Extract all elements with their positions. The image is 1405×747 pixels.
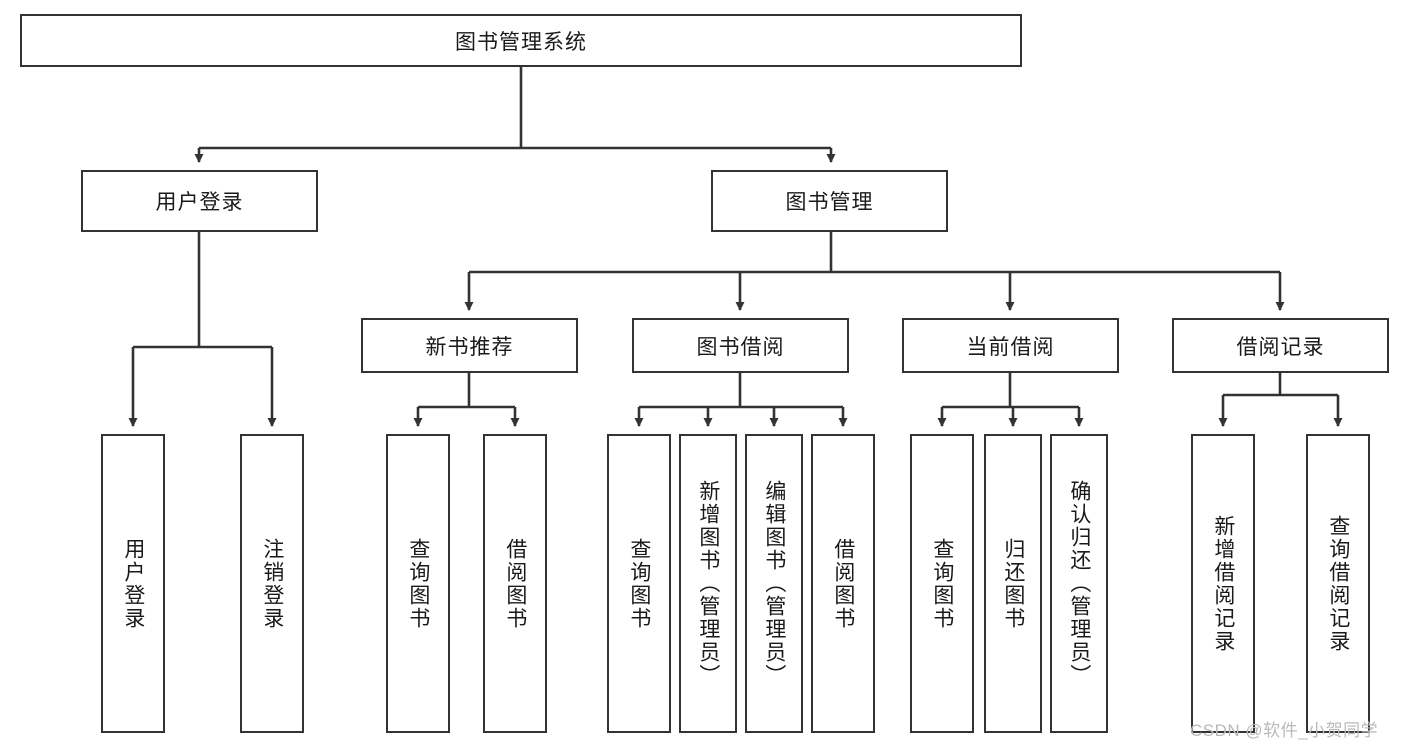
node-leaf-query-record[interactable]: 查询借阅记录 (1306, 434, 1370, 733)
node-user-login[interactable]: 用户登录 (81, 170, 318, 232)
node-leaf-user-login-label: 用户登录 (121, 537, 145, 630)
node-leaf-query-record-label: 查询借阅记录 (1326, 514, 1350, 653)
node-leaf-confirm-return[interactable]: 确认归还（管理员） (1050, 434, 1108, 733)
node-current-borrow-label: 当前借阅 (966, 335, 1055, 359)
node-leaf-return-book[interactable]: 归还图书 (984, 434, 1042, 733)
node-leaf-query-book-2-label: 查询图书 (627, 537, 651, 630)
node-leaf-add-book-label: 新增图书（管理员） (696, 480, 720, 687)
node-leaf-edit-book[interactable]: 编辑图书（管理员） (745, 434, 803, 733)
node-user-login-label: 用户登录 (155, 191, 244, 214)
node-leaf-edit-book-label: 编辑图书（管理员） (762, 480, 786, 687)
node-leaf-query-book-3-label: 查询图书 (930, 537, 954, 630)
node-leaf-logout-label: 注销登录 (260, 537, 284, 630)
node-leaf-query-book-1-label: 查询图书 (406, 537, 430, 630)
node-leaf-query-book-1[interactable]: 查询图书 (386, 434, 450, 733)
watermark: CSDN @软件_小贺同学 (1190, 721, 1379, 740)
node-new-book-recommend[interactable]: 新书推荐 (361, 318, 578, 373)
node-leaf-confirm-return-label: 确认归还（管理员） (1067, 480, 1091, 687)
node-leaf-borrow-book-2[interactable]: 借阅图书 (811, 434, 875, 733)
node-book-borrow-label: 图书借阅 (696, 335, 785, 359)
node-root-label: 图书管理系统 (455, 30, 587, 54)
node-leaf-logout[interactable]: 注销登录 (240, 434, 304, 733)
node-leaf-add-record[interactable]: 新增借阅记录 (1191, 434, 1255, 733)
node-borrow-record-label: 借阅记录 (1236, 335, 1325, 359)
node-leaf-borrow-book-2-label: 借阅图书 (831, 537, 855, 630)
node-leaf-query-book-2[interactable]: 查询图书 (607, 434, 671, 733)
node-leaf-query-book-3[interactable]: 查询图书 (910, 434, 974, 733)
node-leaf-borrow-book-1[interactable]: 借阅图书 (483, 434, 547, 733)
node-current-borrow[interactable]: 当前借阅 (902, 318, 1119, 373)
node-root[interactable]: 图书管理系统 (20, 14, 1022, 67)
node-leaf-borrow-book-1-label: 借阅图书 (503, 537, 527, 630)
node-book-manage-label: 图书管理 (785, 191, 874, 214)
node-leaf-add-record-label: 新增借阅记录 (1211, 514, 1235, 653)
node-leaf-add-book[interactable]: 新增图书（管理员） (679, 434, 737, 733)
node-new-book-recommend-label: 新书推荐 (425, 335, 514, 359)
node-book-borrow[interactable]: 图书借阅 (632, 318, 849, 373)
node-borrow-record[interactable]: 借阅记录 (1172, 318, 1389, 373)
node-book-manage[interactable]: 图书管理 (711, 170, 948, 232)
node-leaf-user-login[interactable]: 用户登录 (101, 434, 165, 733)
node-leaf-return-book-label: 归还图书 (1001, 537, 1025, 630)
